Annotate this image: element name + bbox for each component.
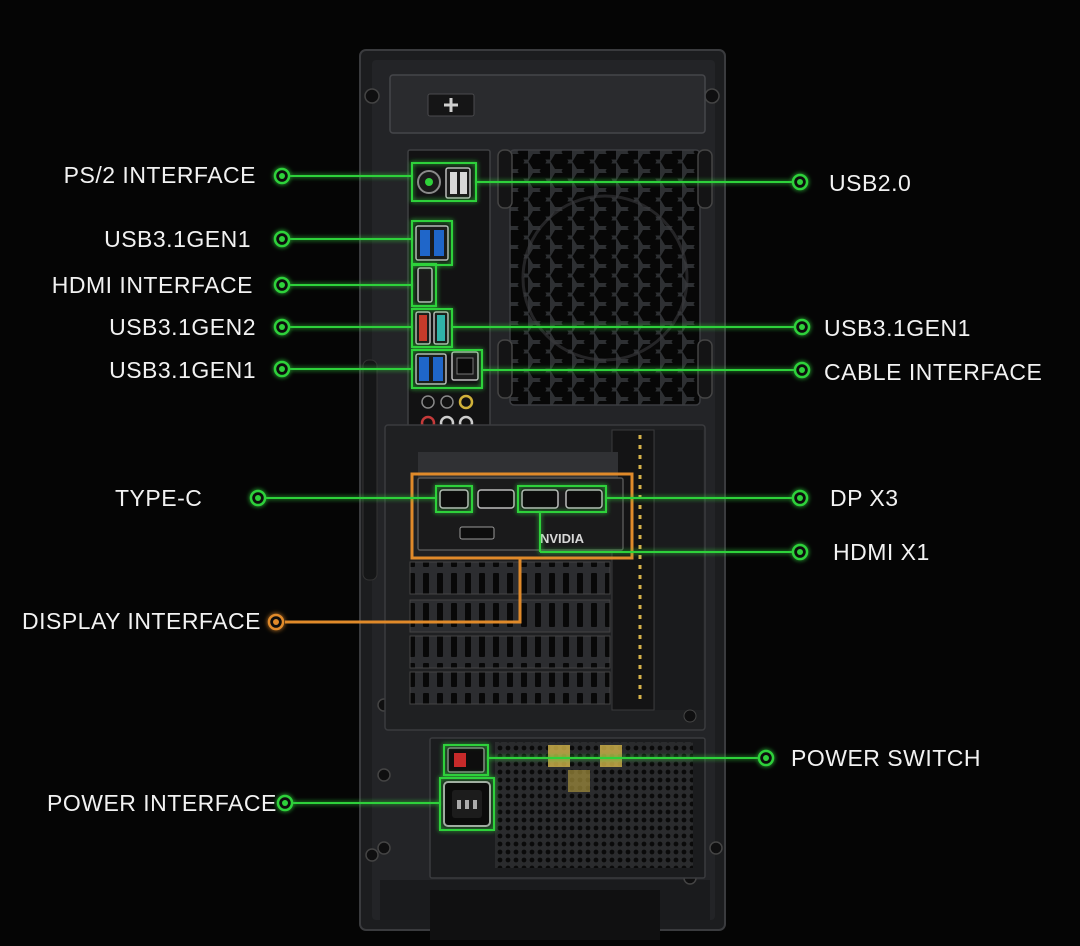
- label-usb31-gen1-bottom: USB3.1GEN1: [30, 357, 256, 384]
- label-usb31-gen1-top: USB3.1GEN1: [30, 226, 251, 253]
- label-hdmi-x1: HDMI X1: [833, 539, 930, 566]
- label-power-interface: POWER INTERFACE: [47, 790, 277, 817]
- gpu-brand-text: NVIDIA: [540, 531, 585, 546]
- label-dp-x3: DP X3: [830, 485, 899, 512]
- hdmi-port-motherboard: [418, 268, 432, 302]
- rear-fan-grille: [498, 150, 712, 405]
- label-display-interface: DISPLAY INTERFACE: [22, 608, 261, 635]
- label-ps2-interface: PS/2 INTERFACE: [30, 162, 256, 189]
- label-usb31-gen1-right: USB3.1GEN1: [824, 315, 971, 342]
- label-usb20: USB2.0: [829, 170, 911, 197]
- label-cable-interface: CABLE INTERFACE: [824, 359, 1042, 386]
- graphics-card-io: NVIDIA: [418, 452, 623, 550]
- top-drive-bay: [390, 75, 705, 133]
- label-hdmi-interface: HDMI INTERFACE: [20, 272, 253, 299]
- motherboard-io-panel: [408, 150, 490, 438]
- label-usb31-gen2: USB3.1GEN2: [30, 314, 256, 341]
- label-power-switch: POWER SWITCH: [791, 745, 981, 772]
- label-type-c: TYPE-C: [115, 485, 202, 512]
